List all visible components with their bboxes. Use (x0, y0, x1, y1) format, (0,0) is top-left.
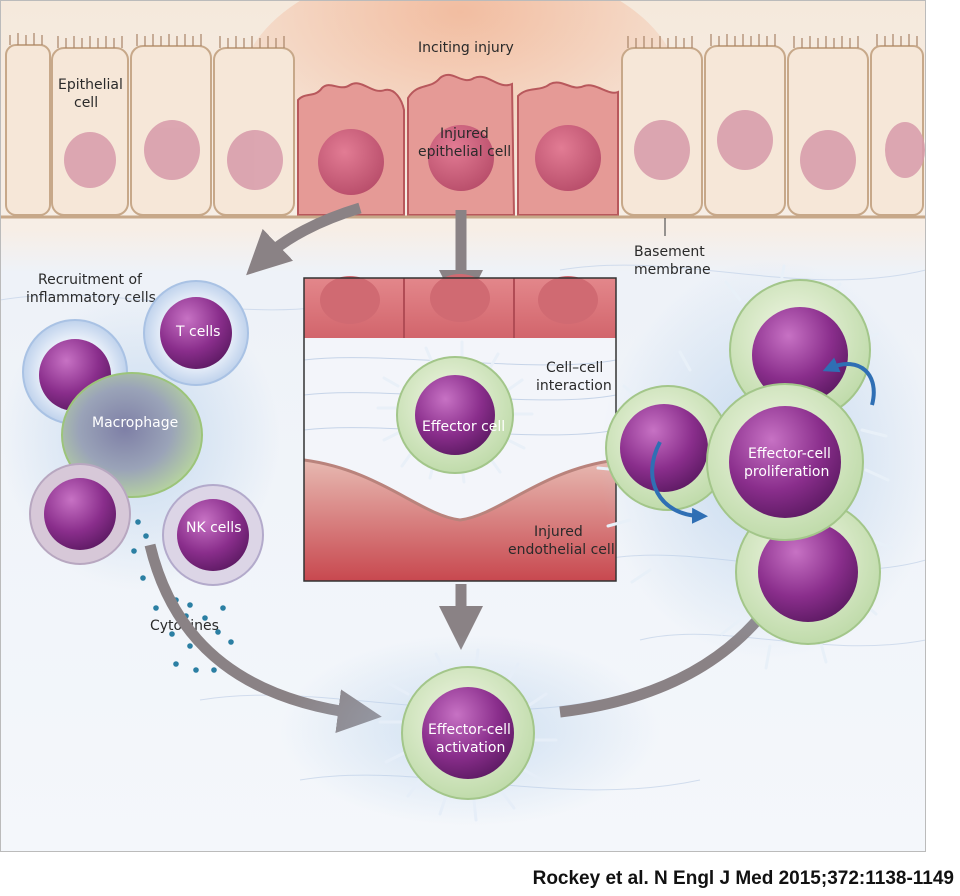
label-t-cells: T cells (175, 324, 220, 340)
label-injured-endothelial-cell: Injured endothelial cell (508, 524, 615, 558)
effector-cell-activation-cell (280, 635, 660, 825)
inset-panel (303, 274, 617, 582)
microvilli (9, 33, 918, 48)
arrow-to-recruitment (246, 202, 362, 276)
proliferation-cluster (596, 260, 926, 670)
label-effector-cell-proliferation: Effector-cell proliferation (744, 446, 835, 480)
blue-arrow-lower (650, 441, 708, 524)
healthy-nuclei (64, 110, 925, 190)
label-nk-cells: NK cells (186, 520, 242, 536)
fibrosis-diagram: Epithelial cell Inciting injury Injured … (0, 0, 926, 852)
injured-nuclei (318, 125, 601, 195)
label-macrophage: Macrophage (92, 415, 178, 431)
blue-arrow-upper (822, 357, 876, 406)
label-basement-membrane: Basement membrane (634, 244, 711, 278)
inflammatory-cells (0, 280, 280, 590)
label-cell-cell-interaction: Cell–cell interaction (536, 360, 612, 394)
effector-cell-inset (376, 340, 534, 484)
label-injured-epithelial-cell: Injured epithelial cell (418, 126, 511, 160)
figure-border (0, 0, 926, 852)
citation: Rockey et al. N Engl J Med 2015;372:1138… (532, 868, 954, 889)
cytokine-dots (131, 519, 234, 673)
label-effector-cell-activation: Effector-cell activation (428, 722, 515, 756)
label-effector-cell: Effector cell (422, 419, 505, 435)
label-epithelial-cell: Epithelial cell (58, 77, 127, 111)
epithelial-layer (0, 33, 926, 236)
label-inciting-injury: Inciting injury (418, 40, 514, 56)
